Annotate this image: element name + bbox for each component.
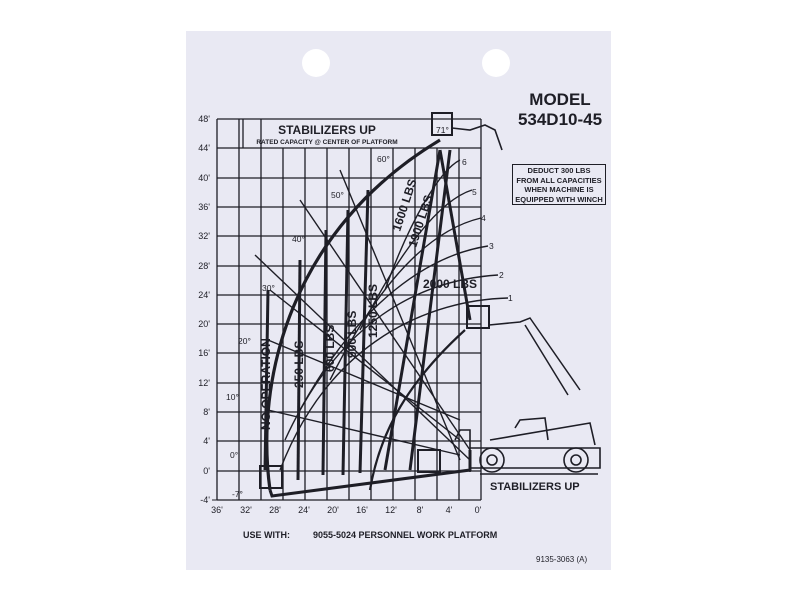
svg-text:6: 6: [462, 157, 467, 167]
svg-text:32': 32': [198, 231, 210, 241]
mounting-hole-left: [302, 49, 330, 77]
svg-text:36': 36': [198, 202, 210, 212]
svg-text:1250 LBS: 1250 LBS: [366, 284, 380, 338]
svg-text:250 LBS: 250 LBS: [292, 341, 306, 388]
machine-caption: STABILIZERS UP: [490, 481, 580, 493]
svg-text:5: 5: [472, 187, 477, 197]
svg-text:4': 4': [203, 436, 210, 446]
svg-text:32': 32': [240, 505, 252, 515]
svg-text:4: 4: [481, 213, 486, 223]
svg-text:600 LBS: 600 LBS: [323, 325, 337, 372]
svg-text:12': 12': [198, 378, 210, 388]
winch-deduction-note: DEDUCT 300 LBS FROM ALL CAPACITIES WHEN …: [512, 164, 606, 205]
note-line: WHEN MACHINE IS: [524, 185, 594, 194]
svg-text:60°: 60°: [377, 154, 390, 164]
svg-text:30°: 30°: [262, 283, 275, 293]
svg-text:1: 1: [508, 293, 513, 303]
note-line: DEDUCT 300 LBS: [527, 166, 591, 175]
x-axis-labels: 36' 32' 28' 24' 20' 16' 12' 8' 4' 0': [211, 505, 482, 515]
note-line: FROM ALL CAPACITIES: [516, 175, 602, 185]
svg-text:40°: 40°: [292, 234, 305, 244]
svg-text:24': 24': [198, 290, 210, 300]
svg-text:24': 24': [298, 505, 310, 515]
chart-title: STABILIZERS UP: [278, 123, 376, 137]
svg-text:0': 0': [203, 466, 210, 476]
svg-text:71°: 71°: [436, 125, 449, 135]
svg-text:0': 0': [475, 505, 482, 515]
extension-marks: 1 2 3 4 5 6: [462, 157, 513, 303]
svg-text:28': 28': [269, 505, 281, 515]
svg-text:-7°: -7°: [232, 489, 243, 499]
svg-text:12': 12': [385, 505, 397, 515]
svg-text:2: 2: [499, 270, 504, 280]
use-with-label: USE WITH:: [243, 530, 290, 540]
model-number: 534D10-45: [517, 110, 603, 129]
svg-text:0°: 0°: [230, 450, 238, 460]
svg-text:4': 4': [446, 505, 453, 515]
mounting-hole-right: [482, 49, 510, 77]
svg-text:20': 20': [327, 505, 339, 515]
no-operation-label: NO OPERATION: [259, 338, 273, 430]
model-heading: MODEL 534D10-45: [510, 90, 610, 130]
chart-subtitle: RATED CAPACITY @ CENTER OF PLATFORM: [256, 139, 397, 146]
svg-text:36': 36': [211, 505, 223, 515]
svg-text:8': 8': [417, 505, 424, 515]
boom-angle-labels: 71° 60° 50° 40° 30° 20° 10° 0° -7°: [226, 125, 449, 499]
svg-text:50°: 50°: [331, 190, 344, 200]
svg-text:20': 20': [198, 319, 210, 329]
grid-horizontal: [217, 118, 481, 501]
svg-text:44': 44': [198, 143, 210, 153]
svg-text:16': 16': [356, 505, 368, 515]
telehandler-icon: [454, 417, 601, 475]
svg-text:40': 40': [198, 173, 210, 183]
svg-text:16': 16': [198, 348, 210, 358]
svg-text:10°: 10°: [226, 392, 239, 402]
svg-text:48': 48': [198, 114, 210, 124]
svg-text:-4': -4': [200, 495, 210, 505]
note-line: EQUIPPED WITH WINCH: [515, 194, 603, 204]
svg-text:3: 3: [489, 241, 494, 251]
y-axis-labels: 48' 44' 40' 36' 32' 28' 24' 20' 16' 12' …: [198, 114, 210, 505]
svg-text:20°: 20°: [238, 336, 251, 346]
model-label: MODEL: [529, 90, 591, 109]
svg-text:28': 28': [198, 261, 210, 271]
svg-text:900 LBS: 900 LBS: [345, 311, 359, 358]
use-with-value: 9055-5024 PERSONNEL WORK PLATFORM: [313, 530, 498, 540]
svg-text:8': 8': [203, 407, 210, 417]
part-number: 9135-3063 (A): [536, 555, 588, 564]
svg-text:2000 LBS: 2000 LBS: [423, 277, 477, 291]
